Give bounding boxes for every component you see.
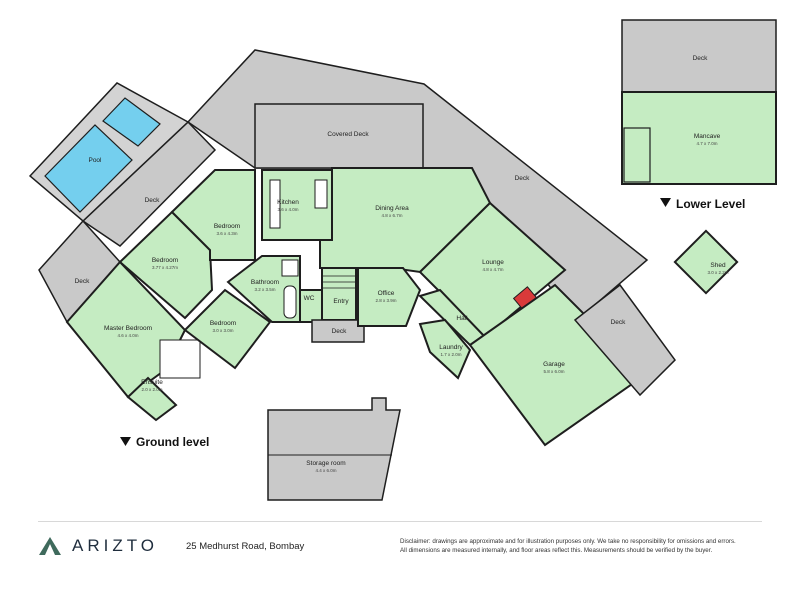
deck-entry — [311, 319, 365, 343]
label-mancave: Mancave — [694, 133, 721, 140]
label-laundry: Laundry — [439, 344, 463, 351]
label-entry: Entry — [333, 298, 349, 305]
label-deck-lower: Deck — [693, 55, 709, 62]
label-deck-entry: Deck — [332, 328, 348, 335]
ground-level-arrow-icon — [120, 437, 131, 446]
dim-laundry: 1.7 x 2.0m — [440, 352, 461, 357]
lower-level-label: Lower Level — [676, 197, 745, 211]
covered-deck — [254, 103, 424, 169]
label-deck-north: Deck — [515, 175, 531, 182]
dim-bedroom-c: 3.0 x 3.0m — [212, 328, 233, 333]
pool-water-2 — [102, 97, 161, 147]
mancave-bathroom — [623, 127, 651, 183]
dim-master: 4.6 x 4.0m — [117, 333, 138, 338]
ensuite-tiles — [159, 339, 201, 379]
brand-name: ARIZTO — [72, 536, 159, 555]
storage-room — [267, 397, 401, 501]
label-bathroom: Bathroom — [251, 279, 279, 286]
dim-dining: 4.8 x 6.7m — [381, 213, 402, 218]
label-lounge: Lounge — [482, 259, 504, 266]
lower-level-arrow-icon — [660, 198, 671, 207]
kitchen-island — [314, 179, 328, 209]
label-dining: Dining Area — [375, 205, 409, 212]
arizto-logo-icon — [39, 537, 61, 555]
shed — [673, 229, 739, 295]
shower — [281, 259, 299, 277]
dim-bathroom: 3.2 x 3.5m — [254, 287, 275, 292]
label-garage: Garage — [543, 361, 565, 368]
ensuite — [126, 376, 178, 422]
disclaimer: Disclaimer: drawings are approximate and… — [400, 537, 762, 555]
kitchen-bench — [269, 179, 281, 229]
label-master: Master Bedroom — [104, 325, 152, 332]
label-covered-deck: Covered Deck — [327, 131, 369, 138]
label-office: Office — [378, 290, 395, 297]
dim-garage: 5.8 x 6.0m — [543, 369, 564, 374]
bedroom-b — [118, 210, 214, 320]
label-deck-east: Deck — [611, 319, 627, 326]
label-wc: WC — [304, 295, 315, 302]
label-deck-pool: Deck — [145, 197, 161, 204]
dim-bedroom-a: 3.6 x 4.3m — [216, 231, 237, 236]
label-storage: Storage room — [306, 460, 345, 467]
label-deck-west: Deck — [75, 278, 91, 285]
dim-office: 2.8 x 3.9m — [375, 298, 396, 303]
dim-bedroom-b: 3.77 x 4.27m — [152, 265, 178, 270]
label-bedroom-b: Bedroom — [152, 257, 178, 264]
label-shed: Shed — [710, 262, 726, 269]
dim-mancave: 4.7 x 7.0m — [696, 141, 717, 146]
dim-shed: 3.0 x 2.2m — [707, 270, 728, 275]
dim-kitchen: 3.6 x 4.0m — [277, 207, 298, 212]
bedroom-c — [183, 288, 272, 370]
ground-level-label: Ground level — [136, 435, 209, 449]
dim-ensuite: 2.0 x 2.0m — [141, 387, 162, 392]
pool-water-1 — [44, 124, 133, 213]
bedroom-a — [170, 169, 256, 261]
footer-divider — [38, 521, 762, 522]
label-bedroom-c: Bedroom — [210, 320, 236, 327]
disclaimer-line-2: All dimensions are measured internally, … — [400, 547, 713, 554]
brand: ARIZTO — [38, 536, 158, 556]
label-hall: Hall — [456, 315, 468, 322]
disclaimer-line-1: Disclaimer: drawings are approximate and… — [400, 538, 736, 545]
label-kitchen: Kitchen — [277, 199, 299, 206]
deck-east — [573, 283, 676, 397]
bathtub — [283, 285, 297, 319]
label-ensuite: Ensuite — [141, 379, 163, 386]
property-address: 25 Medhurst Road, Bombay — [186, 541, 305, 552]
dim-lounge: 4.8 x 4.7m — [482, 267, 503, 272]
office — [357, 267, 422, 327]
label-pool: Pool — [88, 157, 102, 164]
dim-storage: 4.4 x 6.0m — [315, 468, 336, 473]
laundry — [418, 318, 472, 380]
deck-lower — [621, 19, 777, 93]
label-bedroom-a: Bedroom — [214, 223, 240, 230]
